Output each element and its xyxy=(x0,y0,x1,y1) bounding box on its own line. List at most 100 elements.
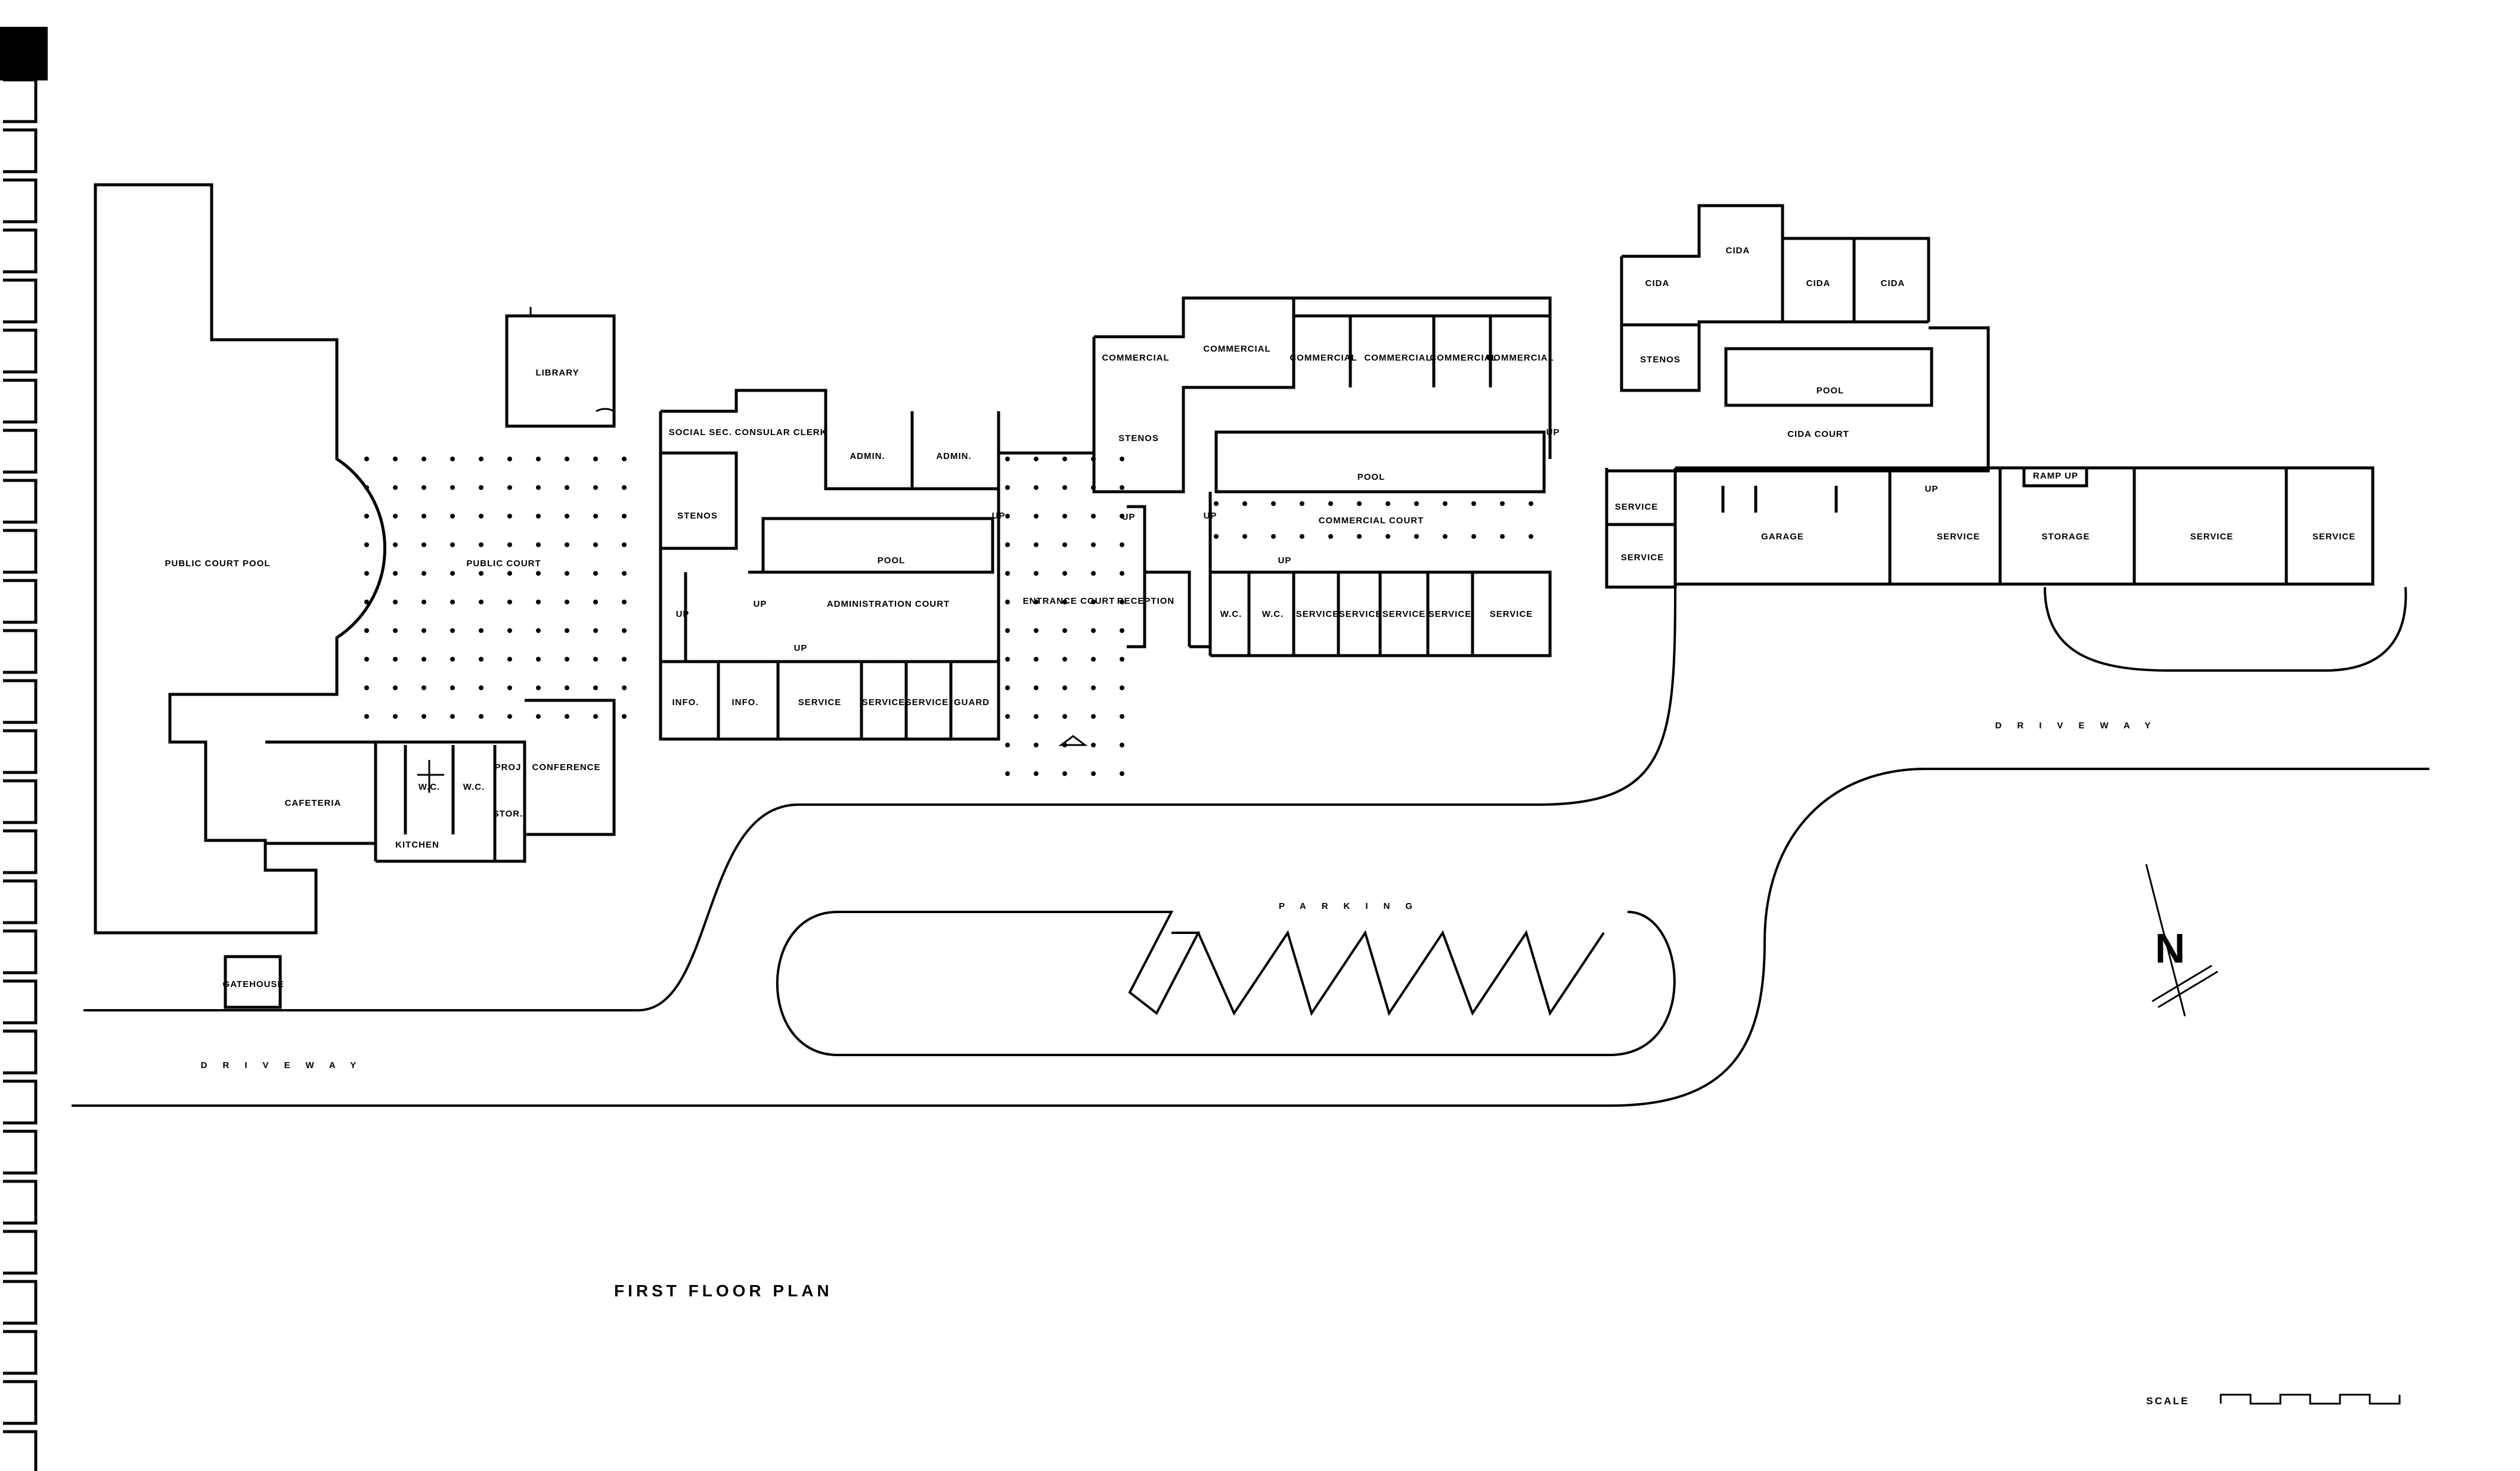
column-dot xyxy=(479,657,483,662)
column-dot xyxy=(1005,571,1010,576)
column-dot xyxy=(536,542,541,547)
column-dot xyxy=(1385,534,1390,539)
column-dot xyxy=(1062,685,1067,690)
column-dot xyxy=(393,600,398,604)
room-cida-1: CIDA xyxy=(1645,278,1670,288)
binder-ring xyxy=(3,629,38,674)
column-dot xyxy=(450,485,455,490)
column-dot xyxy=(1005,600,1010,604)
column-dot xyxy=(1091,685,1096,690)
room-conference: CONFERENCE xyxy=(532,762,600,772)
column-dot xyxy=(1062,657,1067,662)
column-dot xyxy=(536,628,541,633)
room-cida-4: CIDA xyxy=(1881,278,1905,288)
column-dot xyxy=(622,542,627,547)
column-dot xyxy=(1005,771,1010,776)
column-dot xyxy=(565,485,569,490)
column-dot xyxy=(1091,771,1096,776)
column-dot xyxy=(1062,485,1067,490)
column-dot xyxy=(1120,542,1124,547)
north-arrow: N xyxy=(2145,864,2218,1017)
column-dot xyxy=(565,714,569,719)
column-dot xyxy=(1091,571,1096,576)
column-dot xyxy=(593,685,598,690)
column-dot xyxy=(1034,628,1039,633)
column-dot xyxy=(1005,657,1010,662)
column-dot xyxy=(1385,501,1390,506)
column-dot xyxy=(507,600,512,604)
column-dot xyxy=(364,657,369,662)
column-dot xyxy=(421,628,426,633)
column-dot xyxy=(1242,501,1247,506)
column-dot xyxy=(565,600,569,604)
column-dot xyxy=(1271,534,1276,539)
room-service-9: SERVICE xyxy=(1615,502,1659,512)
column-dot xyxy=(536,657,541,662)
room-wc-2: W.C. xyxy=(463,782,485,792)
column-dot xyxy=(421,542,426,547)
label-parking: PARKING xyxy=(1279,901,1428,911)
column-dot xyxy=(364,571,369,576)
room-cida-2: CIDA xyxy=(1726,246,1750,256)
column-dot xyxy=(622,657,627,662)
column-dot xyxy=(622,628,627,633)
column-dot xyxy=(1529,534,1533,539)
room-pool-2: POOL xyxy=(1357,472,1385,482)
column-dot xyxy=(1034,457,1039,461)
room-commercial-4: COMMERCIAL xyxy=(1364,353,1431,363)
column-dot xyxy=(1271,501,1276,506)
room-ramp-up: RAMP UP xyxy=(2033,471,2078,481)
column-dot xyxy=(421,600,426,604)
binder-ring xyxy=(3,228,38,274)
column-dot xyxy=(479,600,483,604)
room-service-10: SERVICE xyxy=(1621,553,1664,563)
room-info-1: INFO. xyxy=(672,697,699,707)
column-dot xyxy=(1005,542,1010,547)
administration-wing-walls xyxy=(659,389,1000,741)
column-dot xyxy=(1120,743,1124,747)
column-dot xyxy=(1005,485,1010,490)
column-dot xyxy=(565,457,569,461)
column-dot xyxy=(393,628,398,633)
stair-up-label: UP xyxy=(1925,484,1939,494)
column-dot xyxy=(593,571,598,576)
column-dot xyxy=(1062,514,1067,519)
column-dot xyxy=(1062,771,1067,776)
column-dot xyxy=(450,628,455,633)
column-grid xyxy=(364,457,1533,776)
column-dot xyxy=(536,714,541,719)
column-dot xyxy=(479,628,483,633)
column-dot xyxy=(421,685,426,690)
column-dot xyxy=(450,571,455,576)
room-labels: PUBLIC COURT POOL PUBLIC COURT LIBRARY C… xyxy=(165,246,2355,989)
room-social-sec: SOCIAL SEC. xyxy=(669,427,733,437)
column-dot xyxy=(507,571,512,576)
room-proj: PROJ xyxy=(495,762,522,772)
column-dot xyxy=(536,685,541,690)
binder-ring xyxy=(3,328,38,374)
column-dot xyxy=(1120,685,1124,690)
binder-ring-marks xyxy=(3,28,38,1471)
column-dot xyxy=(450,457,455,461)
column-dot xyxy=(565,685,569,690)
column-dot xyxy=(1034,600,1039,604)
room-cida-3: CIDA xyxy=(1806,278,1831,288)
room-gatehouse: GATEHOUSE xyxy=(223,979,284,989)
column-dot xyxy=(507,685,512,690)
stair-up-label: UP xyxy=(754,599,767,609)
column-dot xyxy=(421,714,426,719)
binder-ring xyxy=(3,529,38,574)
column-dot xyxy=(1062,628,1067,633)
column-dot xyxy=(1005,743,1010,747)
column-dot xyxy=(421,514,426,519)
north-label: N xyxy=(2155,925,2186,972)
column-dot xyxy=(1328,534,1333,539)
column-dot xyxy=(622,514,627,519)
room-service-2: SERVICE xyxy=(862,697,906,707)
stair-up-label: UP xyxy=(1546,427,1560,437)
binder-ring xyxy=(3,178,38,224)
column-dot xyxy=(507,514,512,519)
column-dot xyxy=(479,542,483,547)
binder-ring xyxy=(3,28,38,73)
